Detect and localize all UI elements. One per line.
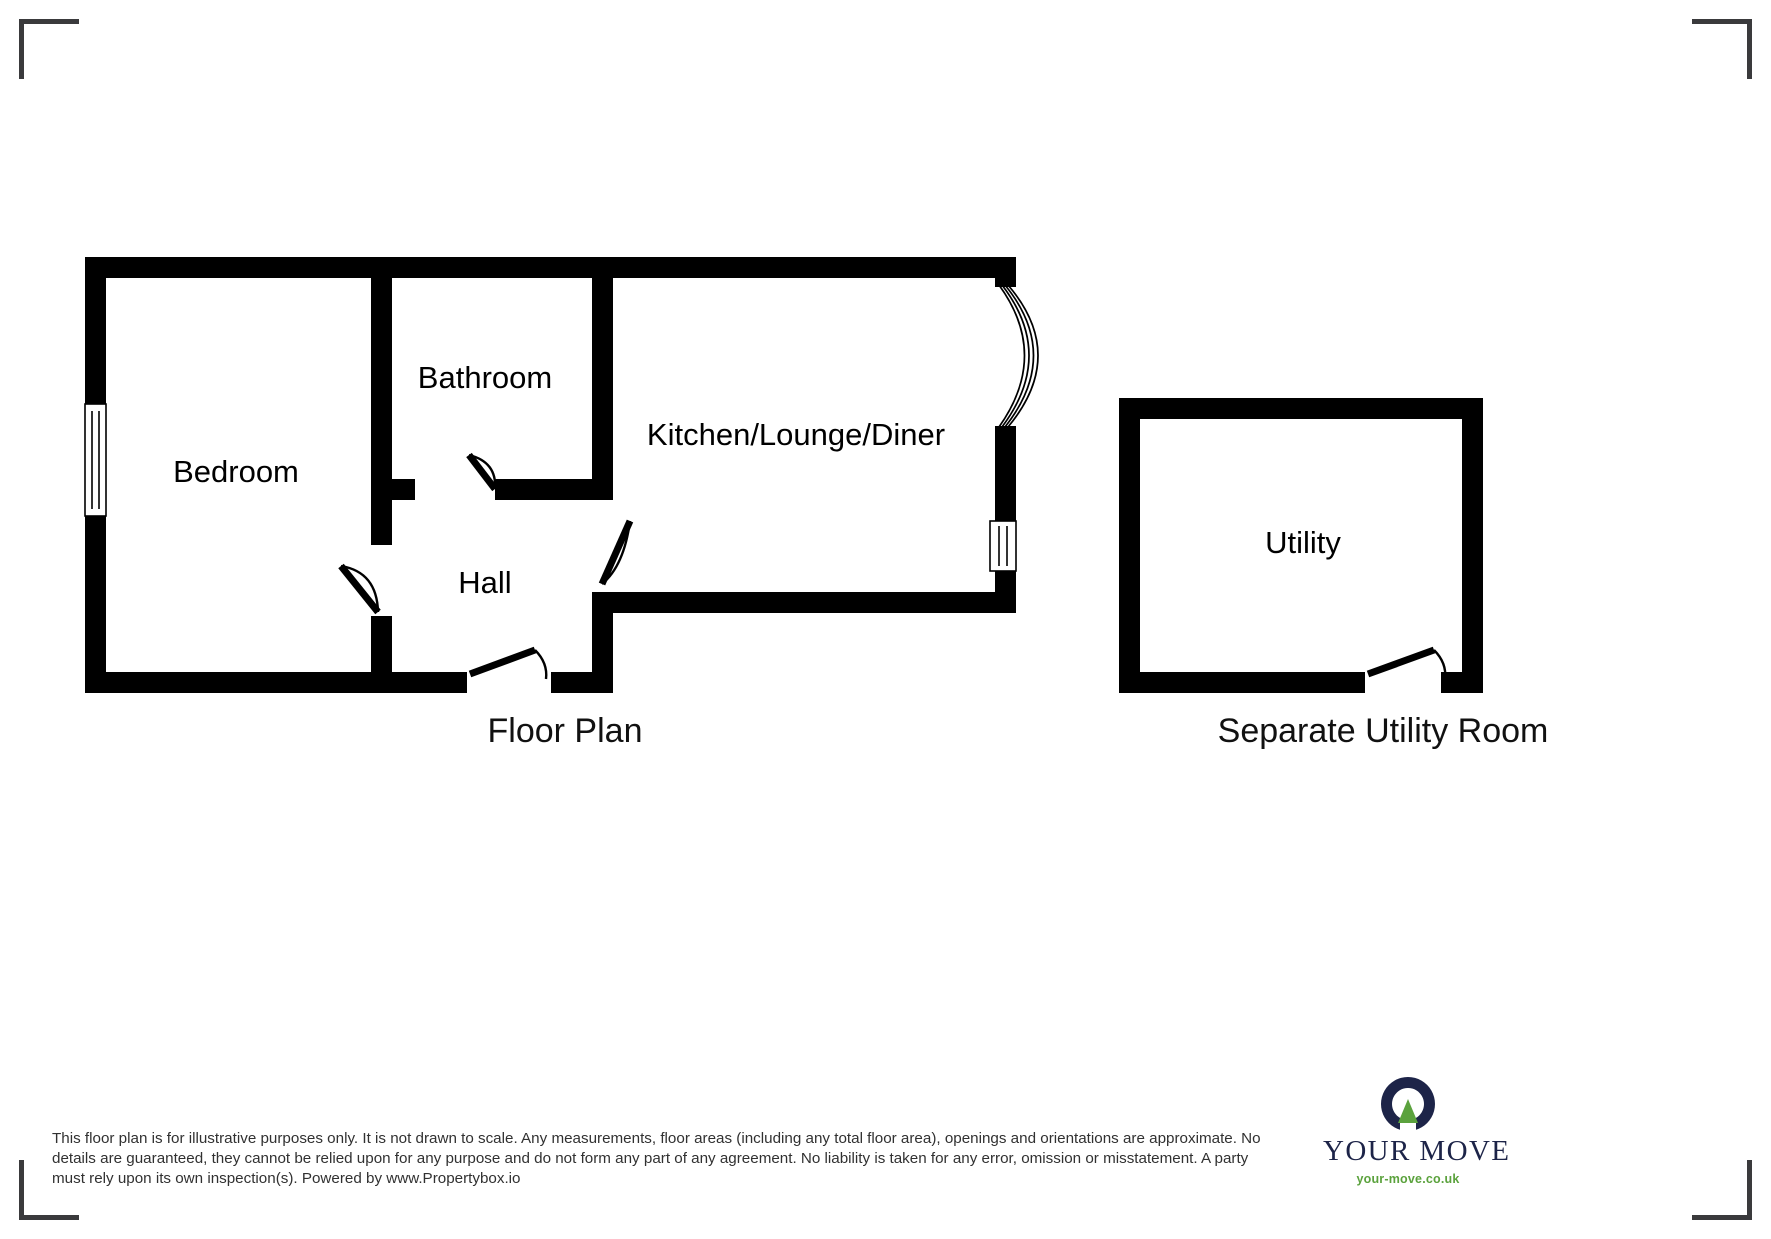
crop-mark-bar-horizontal: [1692, 19, 1752, 24]
brand-logo: YOUR MOVE your-move.co.uk: [1323, 1073, 1511, 1186]
crop-mark-bottom-right: [1692, 1160, 1752, 1220]
wall-utility-west: [1119, 398, 1140, 693]
wall-interior-bedroom-east-lower: [371, 616, 392, 693]
wall-interior-bedroom-east-upper: [371, 257, 392, 545]
crop-mark-top-left: [19, 19, 79, 79]
crop-mark-bottom-left: [19, 1160, 79, 1220]
door-bathroom: [466, 452, 498, 492]
room-label-bathroom: Bathroom: [418, 360, 552, 395]
wall-exterior-north: [85, 257, 1016, 278]
main-floor-plan-group: Bedroom Bathroom Kitchen/Lounge/Diner Ha…: [84, 257, 1039, 750]
crop-mark-bar-vertical: [1747, 19, 1752, 79]
wall-utility-north: [1119, 398, 1483, 419]
room-label-kitchen-lounge-diner: Kitchen/Lounge/Diner: [647, 417, 945, 452]
wall-hall-kitchen-step-vertical: [592, 592, 613, 693]
window-bedroom-west: [84, 403, 107, 517]
your-move-ring-icon: [1380, 1077, 1435, 1131]
wall-interior-bathroom-south-left: [371, 479, 415, 500]
window-kitchen-east: [989, 520, 1017, 572]
wall-kitchen-south: [592, 592, 1016, 613]
room-label-bedroom: Bedroom: [173, 454, 299, 489]
wall-exterior-south-west: [85, 672, 467, 693]
wall-exterior-west-lower: [85, 515, 106, 693]
door-bedroom: [338, 563, 381, 615]
brand-url: your-move.co.uk: [1356, 1172, 1460, 1186]
wall-utility-south-right: [1441, 672, 1483, 693]
room-label-hall: Hall: [458, 565, 511, 600]
wall-utility-south-left: [1119, 672, 1365, 693]
brand-wordmark: YOUR MOVE: [1323, 1135, 1511, 1167]
wall-interior-bathroom-south-right: [495, 479, 613, 500]
utility-plan-group: Utility Separate Utility Room: [1119, 398, 1548, 750]
door-front-entrance: [468, 646, 548, 680]
crop-mark-bar-horizontal: [1692, 1215, 1752, 1220]
room-label-utility: Utility: [1265, 525, 1341, 560]
wall-exterior-west-upper: [85, 257, 106, 405]
door-utility: [1366, 646, 1447, 680]
footer: This floor plan is for illustrative purp…: [0, 1009, 1771, 1239]
wall-utility-east: [1462, 398, 1483, 693]
bay-window-kitchen-east: [998, 284, 1039, 428]
utility-plan-walls: [1119, 398, 1483, 693]
main-plan-walls: [85, 257, 1016, 693]
plan-title-separate-utility-room: Separate Utility Room: [1218, 712, 1549, 750]
crop-mark-bar-horizontal: [19, 1215, 79, 1220]
disclaimer-text: This floor plan is for illustrative purp…: [52, 1130, 1261, 1188]
crop-mark-bar-vertical: [19, 1160, 24, 1220]
crop-mark-bar-vertical: [1747, 1160, 1752, 1220]
crop-mark-top-right: [1692, 19, 1752, 79]
wall-interior-bathroom-east: [592, 257, 613, 500]
wall-exterior-east-lower: [995, 570, 1016, 613]
wall-exterior-east-upper: [995, 257, 1016, 287]
crop-mark-bar-vertical: [19, 19, 24, 79]
crop-mark-bar-horizontal: [19, 19, 79, 24]
plan-title-floor-plan: Floor Plan: [488, 712, 643, 750]
wall-exterior-east-middle: [995, 426, 1016, 522]
door-hall-to-kitchen: [598, 519, 634, 586]
